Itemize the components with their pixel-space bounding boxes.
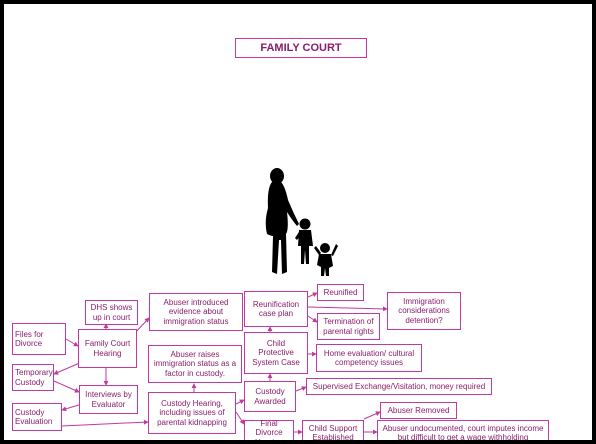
node-interviews-by-evaluator: Interviews by Evaluator	[79, 385, 138, 414]
node-abuser-introduced-evidence: Abuser introduced evidence about immigra…	[149, 293, 243, 331]
node-temporary-custody: Temporary Custody	[12, 364, 54, 391]
node-abuser-removed: Abuser Removed	[380, 402, 457, 419]
node-immigration-detention: Immigration considerations detention?	[387, 292, 461, 330]
node-files-for-divorce: Files for Divorce	[12, 323, 66, 355]
node-termination-parental-rights: Termination of parental rights	[317, 313, 380, 340]
node-abuser-undocumented: Abuser undocumented, court imputes incom…	[377, 420, 549, 440]
node-abuser-raises-status: Abuser raises immigration status as a fa…	[148, 345, 242, 383]
node-reunification-case-plan: Reunification case plan	[244, 291, 308, 327]
node-cps-case: Child Protective System Case	[244, 332, 308, 374]
node-reunified: Reunified	[317, 284, 364, 301]
node-supervised-exchange: Supervised Exchange/Visitation, money re…	[306, 378, 492, 395]
diagram-title: FAMILY COURT	[235, 38, 367, 58]
node-home-evaluation: Home evaluation/ cultural competency iss…	[316, 344, 422, 372]
node-custody-awarded: Custody Awarded	[244, 381, 296, 412]
node-family-court-hearing: Family Court Hearing	[78, 329, 137, 368]
node-final-divorce-hearing: Final Divorce Hearing	[244, 419, 294, 440]
node-custody-evaluation: Custody Evaluation	[12, 403, 62, 431]
node-dhs-shows-up: DHS shows up in court	[85, 300, 138, 325]
mother-and-children-silhouette	[265, 168, 338, 276]
flow-arrows	[53, 292, 388, 435]
node-custody-hearing: Custody Hearing, including issues of par…	[148, 392, 236, 434]
node-child-support-established: Child Support Established	[302, 420, 364, 440]
